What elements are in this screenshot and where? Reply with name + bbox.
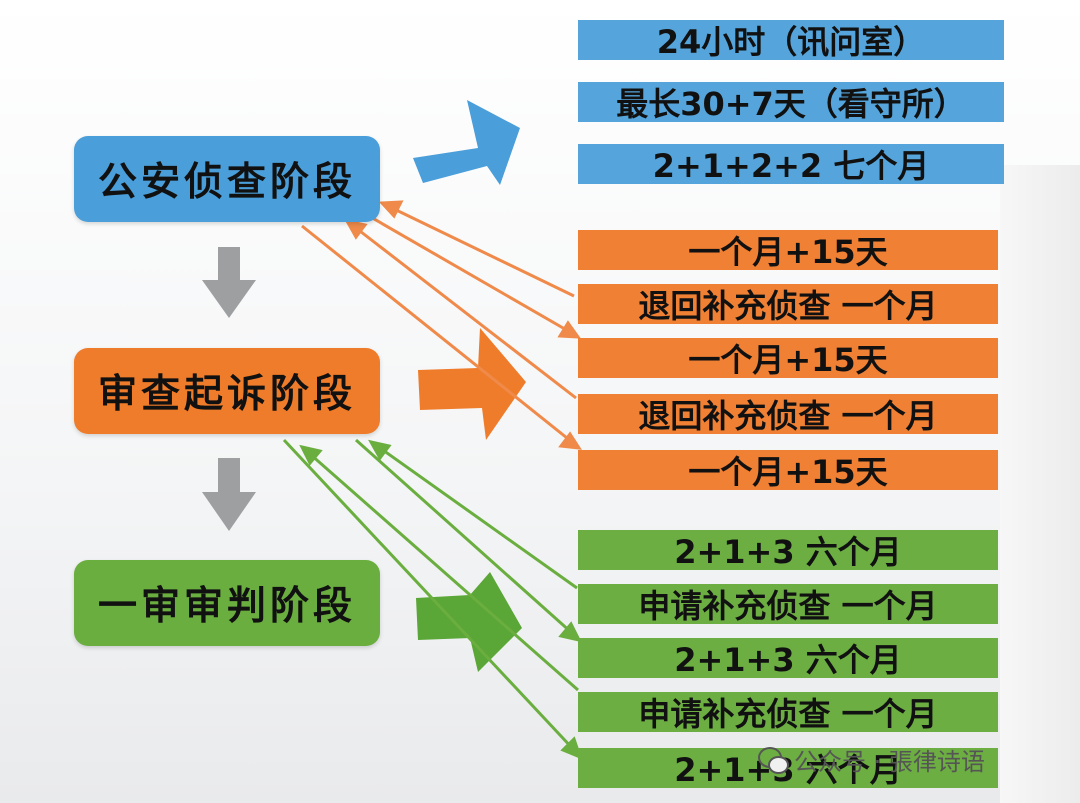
orange-arrowhead-3 xyxy=(344,218,368,240)
orange-arrow-2 xyxy=(361,210,571,334)
watermark-text: 公众号 · 張律诗语 xyxy=(794,748,985,776)
orange-bar-5: 一个月+15天 xyxy=(578,450,998,491)
investigation-stage-box: 公安侦查阶段 xyxy=(74,136,380,222)
green-bar-1: 2+1+3 六个月 xyxy=(578,530,998,571)
blue-bar-1: 24小时（讯问室） xyxy=(578,20,1004,61)
background-panel xyxy=(1000,165,1080,803)
orange-arrow-3 xyxy=(355,226,577,400)
orange-bar-1: 一个月+15天 xyxy=(578,230,998,271)
green-arrow-1 xyxy=(379,446,578,590)
green-arrowhead-3 xyxy=(299,444,323,466)
orange-arrow-1 xyxy=(391,206,575,298)
green-arrow-4 xyxy=(282,438,576,752)
prosecution-stage-label: 审查起诉阶段 xyxy=(97,371,356,417)
blue-block-arrow xyxy=(413,100,520,185)
green-arrow-2 xyxy=(355,438,573,635)
orange-bar-4: 退回补充侦查 一个月 xyxy=(578,394,998,435)
wechat-icon xyxy=(758,745,789,775)
green-arrow-3 xyxy=(309,452,579,692)
green-bar-3: 2+1+3 六个月 xyxy=(578,638,998,679)
green-arrowhead-2 xyxy=(558,621,582,643)
watermark: 公众号 · 張律诗语 xyxy=(758,742,985,777)
investigation-stage-label: 公安侦查阶段 xyxy=(97,159,356,205)
trial-stage-box: 一审审判阶段 xyxy=(74,560,380,646)
green-bar-4: 申请补充侦查 一个月 xyxy=(578,692,998,733)
orange-bar-3: 一个月+15天 xyxy=(578,338,998,379)
green-block-arrow xyxy=(416,572,522,672)
prosecution-stage-box: 审查起诉阶段 xyxy=(74,348,380,434)
down-arrow-2 xyxy=(202,458,256,531)
blue-bar-2: 最长30+7天（看守所） xyxy=(578,82,1004,123)
blue-bar-3: 2+1+2+2 七个月 xyxy=(578,144,1004,185)
orange-arrowhead-2 xyxy=(557,320,582,339)
trial-stage-label: 一审审判阶段 xyxy=(97,583,356,629)
orange-arrowhead-4 xyxy=(558,431,582,450)
down-arrow-1 xyxy=(202,247,256,318)
orange-block-arrow xyxy=(418,328,526,440)
orange-bar-2: 退回补充侦查 一个月 xyxy=(578,284,998,325)
orange-arrowhead-1 xyxy=(378,200,404,219)
green-bar-2: 申请补充侦查 一个月 xyxy=(578,584,998,625)
green-arrowhead-4 xyxy=(560,736,583,760)
green-arrowhead-1 xyxy=(368,439,392,461)
orange-arrow-4 xyxy=(301,224,573,444)
